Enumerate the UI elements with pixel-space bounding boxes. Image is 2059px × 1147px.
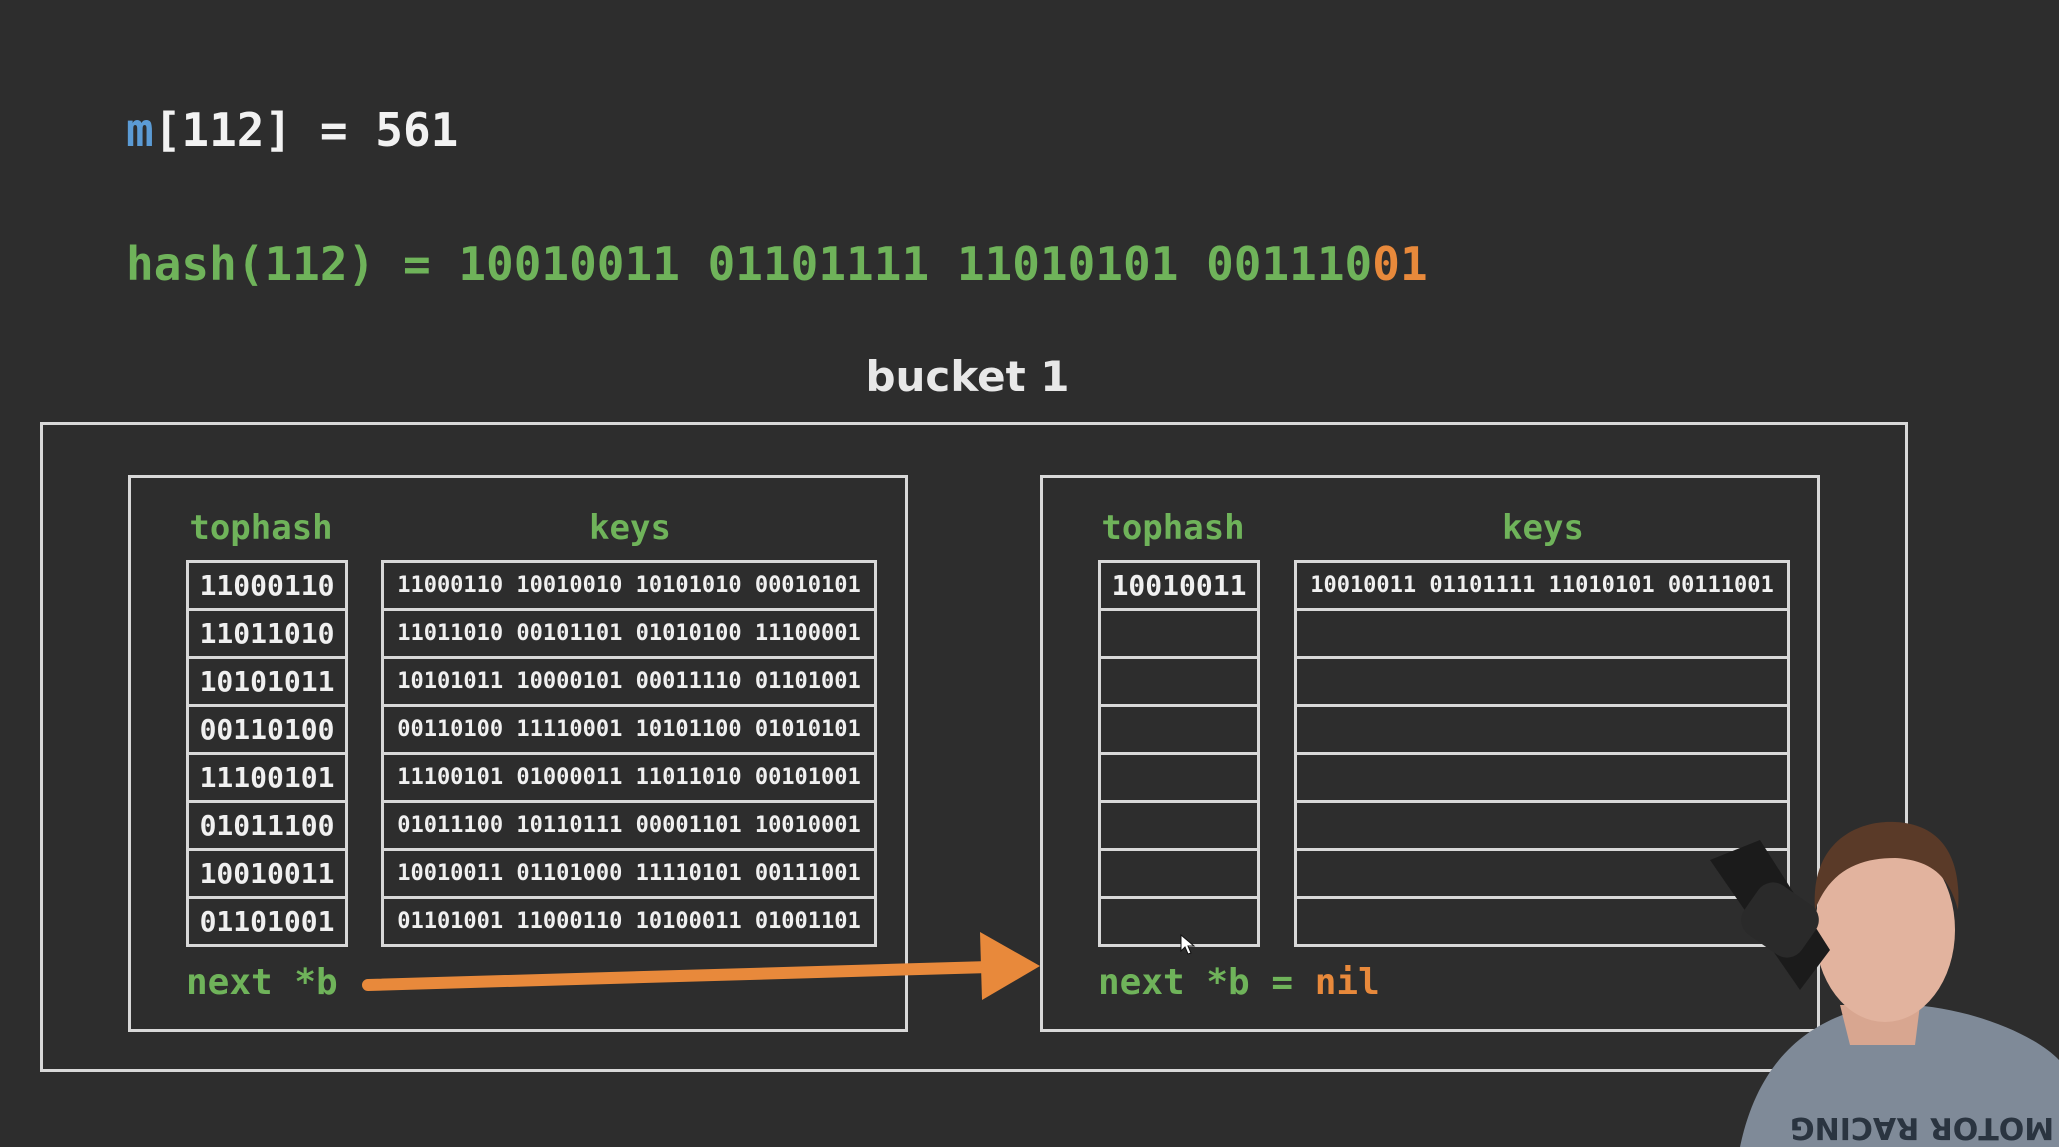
key-cell: 11100101 01000011 11011010 00101001 (384, 755, 874, 803)
key-cell: 10010011 01101111 11010101 00111001 (1297, 563, 1787, 611)
presenter-shirt (1740, 1004, 2059, 1147)
tophash-cell: 01101001 (199, 905, 335, 938)
tophash-cell: 10010011 (1101, 563, 1257, 611)
map-variable: m (126, 103, 154, 157)
tophash-cell (1101, 707, 1257, 755)
shirt-print-text: MOTOR RACING (1790, 1110, 2055, 1145)
webcam-presenter (1710, 821, 2059, 1147)
presenter-hair (1814, 821, 1959, 910)
bucket-container (40, 422, 1908, 1072)
next-pointer-label: next *b (186, 962, 338, 1003)
tophash-cell (1101, 659, 1257, 707)
keys-header: keys (589, 508, 671, 548)
key-cell: 00110100 11110001 10101100 01010101 (384, 707, 874, 755)
assignment-expression: [112] = 561 (153, 103, 459, 157)
hash-low-bits: 01 (1372, 237, 1428, 291)
tophash-cell (1101, 755, 1257, 803)
tophash-cell: 10101011 (189, 659, 345, 707)
bmap-overflow (1040, 475, 1820, 1032)
keys-header: keys (1502, 508, 1584, 548)
hash-bits: hash(112) = 10010011 01101111 11010101 0… (126, 237, 1373, 291)
tophash-grid: 11000110 11011010 10101011 00110100 1110… (186, 560, 348, 947)
tophash-cell (1101, 611, 1257, 659)
key-cell (1297, 803, 1787, 851)
key-cell: 10101011 10000101 00011110 01101001 (384, 659, 874, 707)
keys-grid: 10010011 01101111 11010101 00111001 (1294, 560, 1790, 947)
bucket-title: bucket 1 (865, 352, 1070, 401)
key-cell (1297, 611, 1787, 659)
tophash-header: tophash (1101, 508, 1245, 548)
tophash-cell: 00110100 (189, 707, 345, 755)
tophash-cell: 11100101 (189, 755, 345, 803)
tophash-cell: 11011010 (189, 611, 345, 659)
map-assignment: m[112] = 561 (126, 98, 458, 162)
key-cell: 01011100 10110111 00001101 10010001 (384, 803, 874, 851)
next-pointer-label: next *b = nil (1098, 962, 1380, 1003)
bmap-primary (128, 475, 908, 1032)
tophash-cell: 11000110 (189, 563, 345, 611)
key-cell: 11000110 10010010 10101010 00010101 (384, 563, 874, 611)
key-cell: 01101001 11000110 10100011 01001101 (397, 909, 861, 934)
key-cell (1297, 851, 1787, 899)
key-cell (1297, 707, 1787, 755)
key-cell: 11011010 00101101 01010100 11100001 (384, 611, 874, 659)
microphone-body (1741, 882, 1819, 958)
tophash-cell (1101, 803, 1257, 851)
tophash-header: tophash (189, 508, 333, 548)
tophash-cell (1101, 899, 1257, 944)
hash-expression: hash(112) = 10010011 01101111 11010101 0… (126, 232, 1428, 296)
next-pointer-text: next *b = (1098, 962, 1315, 1003)
key-cell (1297, 755, 1787, 803)
presenter-face (1815, 838, 1955, 1022)
tophash-cell: 01011100 (189, 803, 345, 851)
tophash-cell (1101, 851, 1257, 899)
mouse-cursor-icon (1180, 934, 1196, 955)
nil-value: nil (1314, 962, 1380, 1003)
key-cell (1297, 659, 1787, 707)
tophash-cell: 10010011 (189, 851, 345, 899)
key-cell: 10010011 01101000 11110101 00111001 (384, 851, 874, 899)
keys-grid: 11000110 10010010 10101010 00010101 1101… (381, 560, 877, 947)
tophash-grid: 10010011 (1098, 560, 1260, 947)
